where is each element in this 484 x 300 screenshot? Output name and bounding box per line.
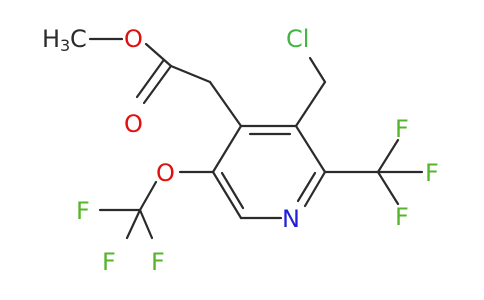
bond-carbonyl-double-a <box>142 64 173 105</box>
bond-ester-o-carbonyl-c <box>144 42 173 68</box>
bond-ether-o-cf3 <box>138 180 158 212</box>
bond-c2-n-inner <box>296 171 317 203</box>
atom-labels: H 3 C O O Cl N O F F F F F F <box>42 25 439 276</box>
bond-c3-ch2 <box>294 80 327 128</box>
bond-ocf3-f-top <box>125 208 142 240</box>
cf3-fluorine-right-label: F <box>425 159 439 187</box>
bond-c3-c2 <box>294 124 327 174</box>
bond-carbonyl-ch2 <box>169 64 212 84</box>
ether-oxygen-label: O <box>156 159 175 187</box>
ring-nitrogen-label: N <box>282 205 300 233</box>
bond-ocf3-f-bottom <box>138 208 154 240</box>
bond-c5-c4 <box>211 124 243 174</box>
chlorine-label: Cl <box>286 25 309 53</box>
bond-ch2-c4 <box>208 80 243 128</box>
carbonyl-oxygen-label: O <box>124 110 143 138</box>
methyl-c-label: C <box>70 25 87 53</box>
bond-cf3-f-bottom <box>376 170 400 206</box>
bond-c6-c5 <box>211 170 243 220</box>
cf3-fluorine-top-label: F <box>395 115 409 143</box>
bond-carbonyl-double-b <box>135 59 165 99</box>
methyl-h-label: H <box>42 25 60 53</box>
ocf3-fluorine-bottom-label: F <box>151 248 165 276</box>
cf3-fluorine-bottom-label: F <box>395 203 409 231</box>
ocf3-fluorine-left-label: F <box>76 197 90 225</box>
ester-oxygen-label: O <box>124 25 143 53</box>
bond-ch2-cl <box>308 56 327 84</box>
methyl-subscript-label: 3 <box>60 36 70 55</box>
bonds <box>88 37 424 240</box>
bond-c2-n <box>303 170 327 208</box>
bond-c6-c5-inner <box>220 171 245 210</box>
ocf3-fluorine-top-label: F <box>102 248 116 276</box>
bond-cf3-f-top <box>376 138 400 174</box>
